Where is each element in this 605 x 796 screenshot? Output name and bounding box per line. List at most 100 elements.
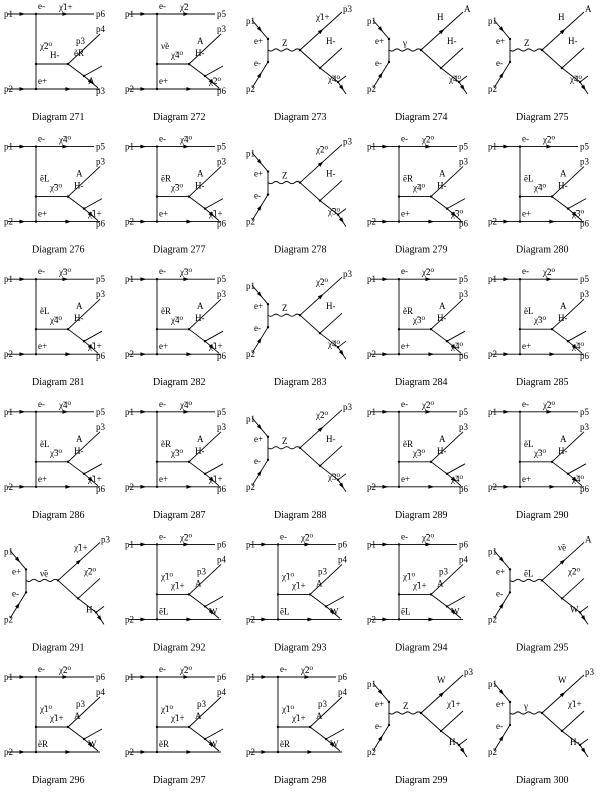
propagator-line bbox=[430, 594, 448, 607]
outgoing-label: p5 bbox=[96, 407, 106, 417]
outgoing-label: A bbox=[464, 4, 471, 14]
particle-label: p3 bbox=[439, 566, 449, 576]
fermion-arrow bbox=[96, 615, 102, 622]
fermion-arrow bbox=[382, 277, 389, 282]
incoming-p2: p2 bbox=[125, 614, 134, 624]
propagator-line bbox=[319, 180, 343, 201]
particle-label: e- bbox=[522, 134, 529, 144]
particle-label: e- bbox=[38, 266, 45, 276]
fermion-arrow bbox=[498, 556, 505, 563]
particle-label: χ̃3⁰ bbox=[327, 472, 340, 482]
outgoing-label: p6 bbox=[580, 219, 590, 229]
particle-label: χ̃4⁰ bbox=[179, 135, 192, 145]
fermion-arrow bbox=[546, 277, 553, 282]
particle-label: χ̃3⁰ bbox=[533, 448, 546, 458]
particle-label: H- bbox=[437, 313, 447, 323]
propagator-line bbox=[337, 473, 347, 481]
outgoing-label: p6 bbox=[580, 484, 590, 494]
fermion-arrow bbox=[65, 352, 72, 357]
propagator-line bbox=[319, 47, 343, 69]
fermion-arrow bbox=[580, 84, 586, 91]
outgoing-label: p3 bbox=[459, 422, 469, 432]
propagator-line bbox=[188, 33, 222, 65]
propagator-line bbox=[551, 196, 569, 209]
particle-label: A bbox=[560, 301, 567, 311]
diagram-title: Diagram 276 bbox=[32, 245, 85, 256]
particle-label: e+ bbox=[159, 209, 168, 219]
propagator-line bbox=[579, 606, 589, 613]
outgoing-label: p6 bbox=[217, 539, 227, 549]
fermion-arrow bbox=[140, 12, 147, 16]
propagator-line bbox=[420, 49, 442, 69]
incoming-p1: p2 bbox=[246, 349, 255, 359]
diagram-title: Diagram 289 bbox=[395, 510, 448, 521]
fermion-arrow bbox=[549, 219, 556, 224]
fermion-arrow bbox=[338, 350, 344, 356]
propagator-line bbox=[561, 598, 581, 613]
particle-label: e- bbox=[38, 664, 45, 674]
outgoing-label: p4 bbox=[217, 687, 227, 697]
particle-label: χ̃4⁰ bbox=[571, 341, 584, 351]
outgoing-label: p6 bbox=[217, 86, 227, 96]
fermion-arrow bbox=[19, 12, 26, 16]
incoming-p2: p2 bbox=[125, 482, 134, 492]
particle-label: ν̃e bbox=[558, 542, 566, 552]
particle-label: γ bbox=[402, 38, 407, 48]
incoming-p1: p1 bbox=[4, 672, 13, 682]
particle-label: H- bbox=[195, 313, 205, 323]
fermion-arrow bbox=[450, 344, 457, 350]
propagator-line bbox=[188, 63, 206, 77]
propagator-line bbox=[430, 196, 448, 209]
fermion-arrow bbox=[257, 337, 262, 344]
fermion-arrow bbox=[428, 352, 435, 357]
incoming-p1: p1 bbox=[488, 274, 497, 284]
fermion-arrow bbox=[450, 211, 457, 217]
diagram-title: Diagram 300 bbox=[516, 775, 569, 786]
particle-label: e- bbox=[496, 588, 503, 598]
particle-label: e+ bbox=[254, 169, 263, 179]
propagator-line bbox=[204, 65, 224, 77]
incoming-p1: p1 bbox=[4, 274, 13, 284]
particle-label: e- bbox=[254, 191, 261, 201]
particle-label: H- bbox=[326, 301, 336, 311]
particle-label: e- bbox=[496, 58, 503, 68]
outgoing-label: p3 bbox=[580, 422, 590, 432]
particle-label: p3 bbox=[318, 566, 328, 576]
particle-label: χ̃1⁰ bbox=[160, 704, 173, 714]
particle-label: e- bbox=[401, 266, 408, 276]
particle-label: e- bbox=[38, 399, 45, 409]
outgoing-label: p3 bbox=[96, 289, 106, 299]
particle-label: H- bbox=[50, 50, 60, 60]
diagram-title: Diagram 271 bbox=[32, 112, 85, 123]
particle-label: χ̃2⁰ bbox=[83, 566, 96, 576]
particle-label: e+ bbox=[496, 699, 505, 709]
particle-label: χ̃4⁰ bbox=[448, 74, 461, 84]
particle-label: ẽL bbox=[524, 306, 534, 316]
propagator-line bbox=[67, 298, 101, 330]
particle-label: W bbox=[209, 606, 218, 616]
particle-label: e- bbox=[159, 134, 166, 144]
particle-label: e+ bbox=[522, 341, 531, 351]
fermion-arrow bbox=[438, 691, 445, 698]
particle-label: H- bbox=[74, 446, 84, 456]
fermion-arrow bbox=[428, 219, 435, 224]
propagator-line bbox=[299, 314, 321, 334]
fermion-arrow bbox=[571, 344, 578, 350]
fermion-arrow bbox=[459, 747, 465, 754]
particle-label: H- bbox=[74, 181, 84, 191]
propagator-line bbox=[188, 328, 206, 342]
incoming-p2: p2 bbox=[4, 482, 13, 492]
fermion-arrow bbox=[503, 352, 510, 357]
incoming-p1: p1 bbox=[367, 539, 376, 549]
particle-label: e- bbox=[401, 134, 408, 144]
incoming-p2: p1 bbox=[488, 546, 497, 556]
fermion-arrow bbox=[140, 675, 147, 679]
outgoing-label: p5 bbox=[217, 9, 227, 19]
propagator-line bbox=[67, 431, 101, 463]
incoming-p1: p1 bbox=[488, 407, 497, 417]
propagator-line bbox=[188, 461, 206, 475]
